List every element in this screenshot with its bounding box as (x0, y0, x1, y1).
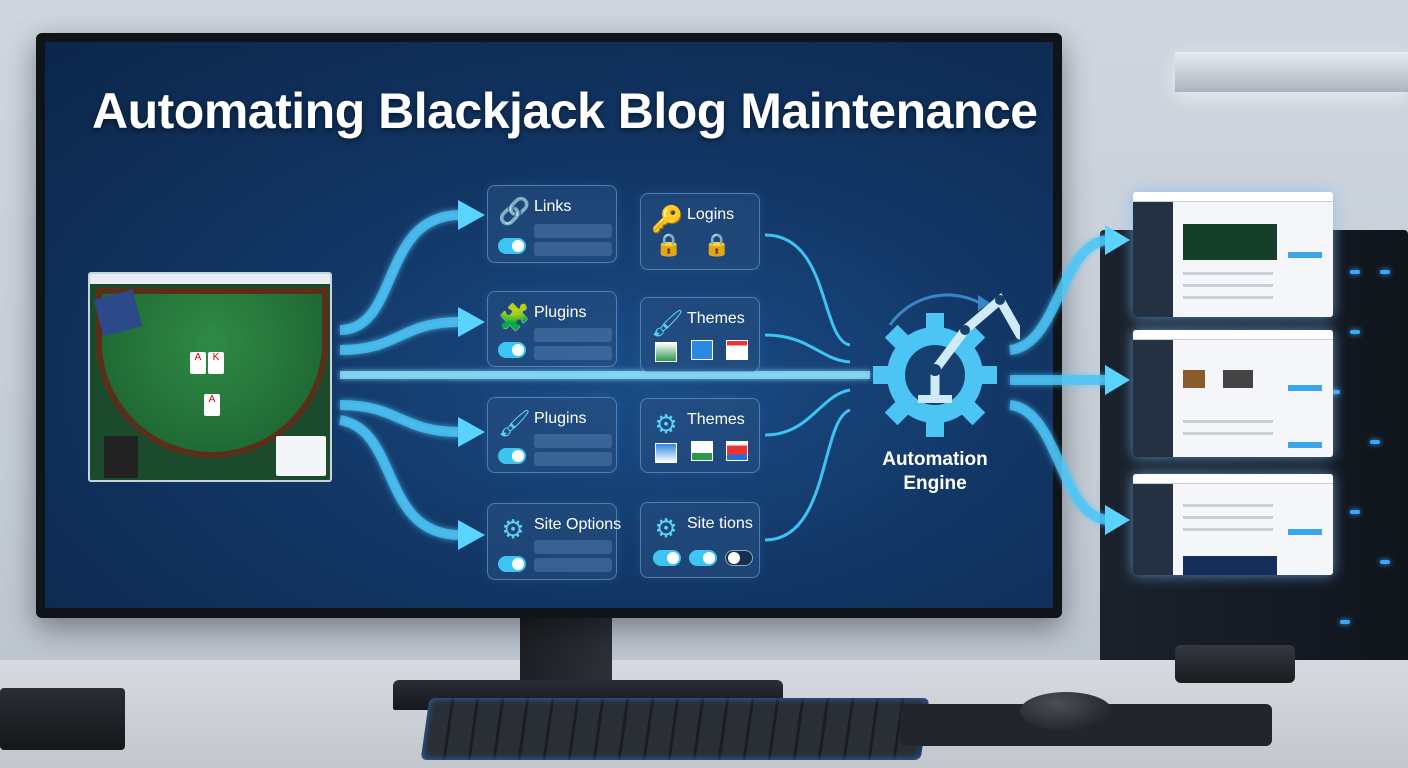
gear-icon: ⚙ (654, 409, 678, 439)
ceiling-light (1175, 52, 1408, 92)
toggle-switch[interactable] (498, 448, 526, 464)
flow-arrow (339, 210, 461, 335)
text-field[interactable] (534, 224, 612, 238)
card-plugins-2: 🖌 Plugins (487, 397, 617, 473)
text-field[interactable] (534, 242, 612, 256)
theme-thumbnail[interactable] (726, 441, 748, 461)
key-icon: 🔑 (651, 204, 684, 234)
desk-device (0, 688, 125, 750)
theme-thumbnail[interactable] (726, 340, 748, 360)
paintbrush-icon: 🖌 (498, 408, 532, 438)
lock-icon: 🔒 (655, 232, 683, 257)
theme-thumbnail[interactable] (655, 443, 677, 463)
card-site-options: ⚙ Site Options (487, 503, 621, 580)
gear-icon: ⚙ (654, 513, 678, 543)
updated-blog-preview (1133, 474, 1333, 575)
updated-blog-preview (1133, 192, 1333, 317)
toggle-switch[interactable] (498, 238, 526, 254)
engine-label-line1: Automation (882, 449, 988, 470)
paintbrush-icon: 🖌 (651, 308, 685, 338)
lock-icon: 🔒 (703, 232, 731, 257)
gear-icon: ⚙ (501, 514, 525, 544)
text-field[interactable] (534, 434, 612, 448)
page-title: Automating Blackjack Blog Maintenance (92, 83, 1038, 139)
toggle-switch[interactable] (725, 550, 753, 566)
desk-device (1175, 645, 1295, 683)
toggle-switch[interactable] (498, 342, 526, 358)
text-field[interactable] (534, 558, 612, 572)
text-field[interactable] (534, 540, 612, 554)
mouse (1020, 692, 1112, 730)
toggle-switch[interactable] (689, 550, 717, 566)
text-field[interactable] (534, 346, 612, 360)
theme-thumbnail[interactable] (655, 342, 677, 362)
card-links: 🔗 Links (487, 185, 617, 263)
theme-thumbnail[interactable] (691, 340, 713, 360)
gear-robot-arm-icon (873, 293, 1020, 437)
flow-arrow (1008, 400, 1111, 525)
toggle-switch[interactable] (653, 550, 681, 566)
flow-arrow (339, 400, 461, 437)
card-title: Links (534, 198, 572, 215)
engine-label-line2: Engine (903, 473, 967, 494)
link-icon: 🔗 (498, 196, 531, 226)
text-field[interactable] (534, 328, 612, 342)
monitor-stand (520, 615, 612, 687)
card-themes: 🖌 Themes (640, 297, 760, 372)
card-title: Site Options (534, 516, 622, 533)
card-logins: 🔑 Logins 🔒 🔒 (640, 193, 760, 270)
puzzle-icon: 🧩 (498, 302, 531, 332)
card-title: Plugins (534, 410, 587, 427)
card-title: Themes (687, 310, 745, 327)
flow-arrow (338, 415, 461, 540)
automation-engine-label: Automation Engine (860, 448, 1010, 496)
updated-blog-preview (1133, 330, 1333, 457)
card-themes-2: ⚙ Themes (640, 398, 760, 473)
flow-arrow (339, 317, 461, 355)
toggle-switch[interactable] (498, 556, 526, 572)
theme-thumbnail[interactable] (691, 441, 713, 461)
card-plugins: 🧩 Plugins (487, 291, 617, 367)
card-title: Plugins (534, 304, 587, 321)
flow-arrow (1008, 235, 1111, 355)
card-title: Logins (687, 206, 735, 223)
card-site-tions: ⚙ Site tions (640, 502, 760, 578)
card-title: Site tions (687, 515, 753, 532)
card-title: Themes (687, 411, 745, 428)
text-field[interactable] (534, 452, 612, 466)
